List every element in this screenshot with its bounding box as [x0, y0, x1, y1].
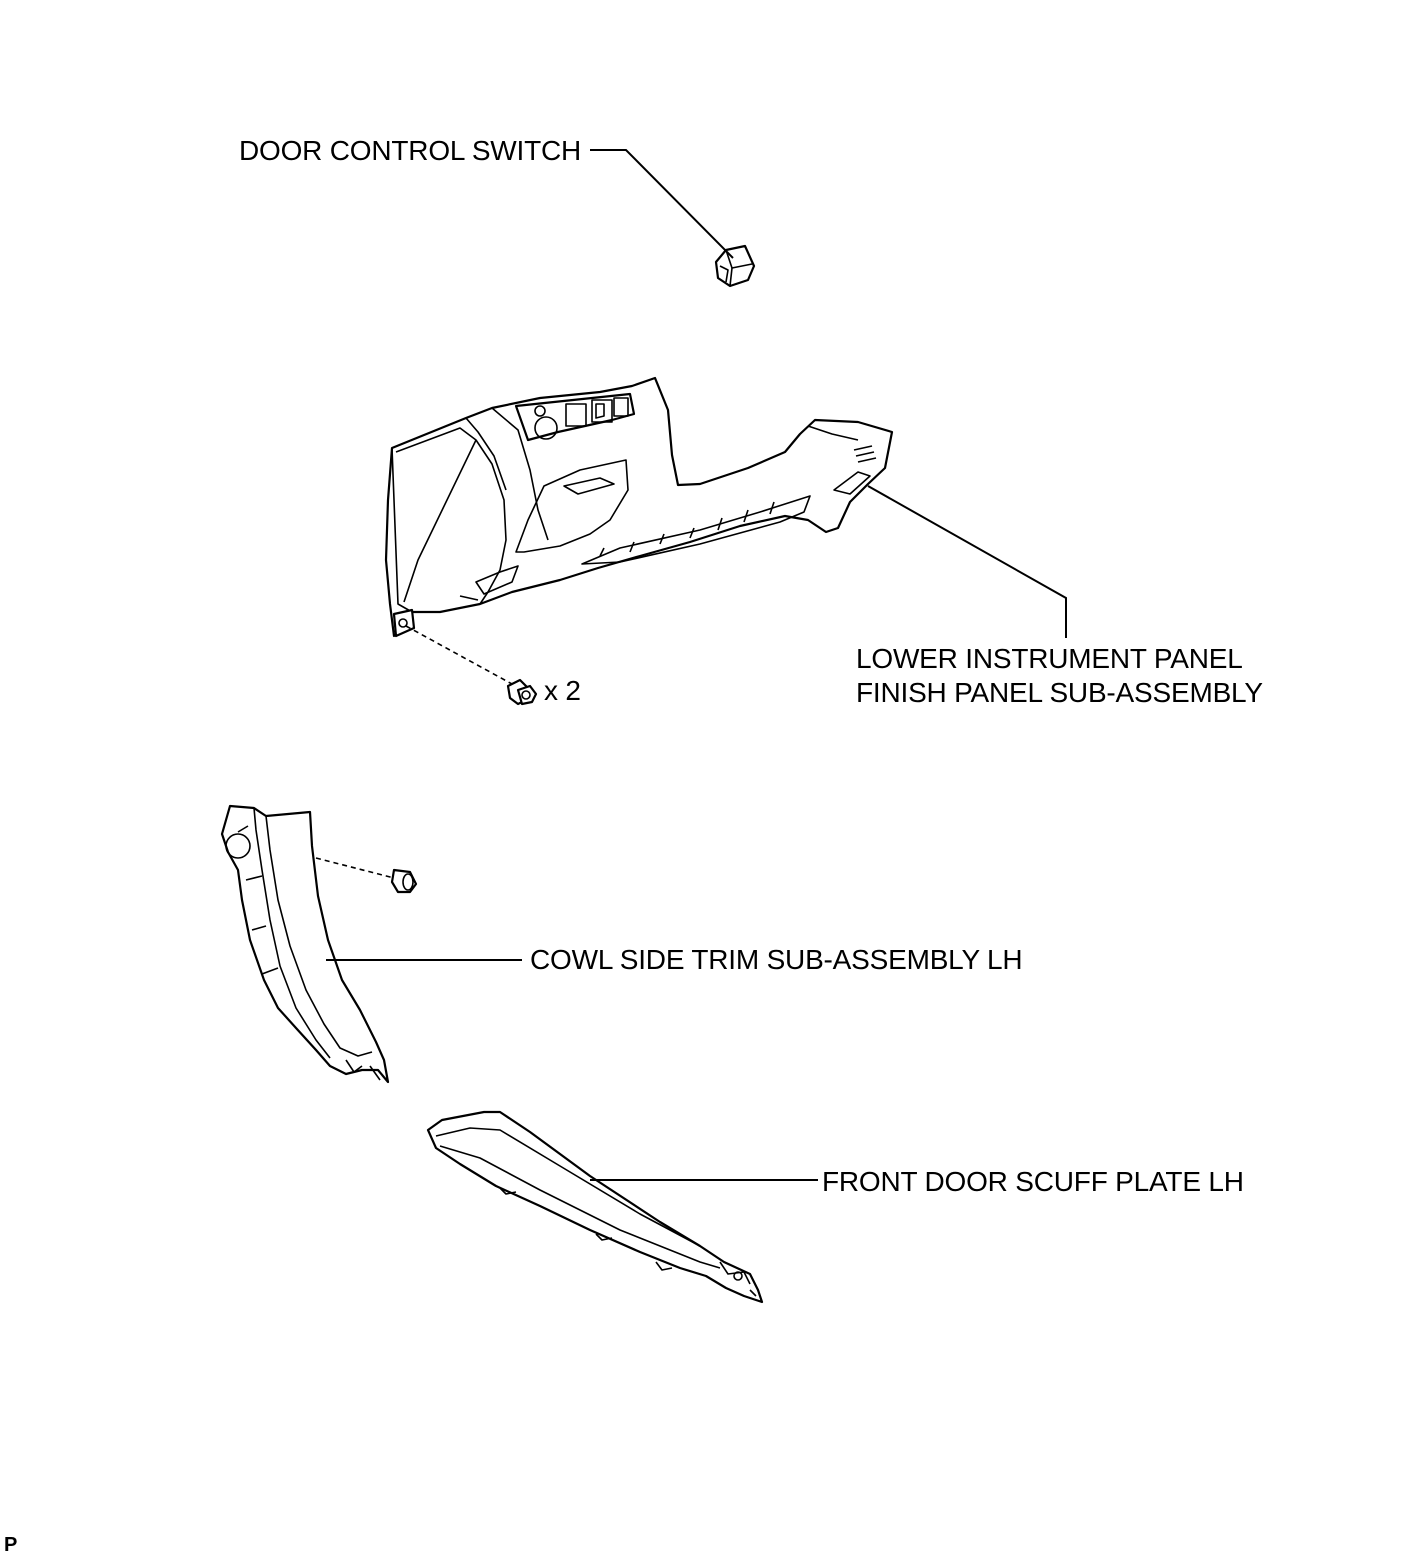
corner-code: P [4, 1534, 18, 1556]
door-control-switch-label: DOOR CONTROL SWITCH [239, 135, 582, 166]
cowl-side-trim-part [220, 804, 390, 1084]
front-door-scuff-plate-label: FRONT DOOR SCUFF PLATE LH [822, 1166, 1244, 1197]
cowl-side-trim-label: COWL SIDE TRIM SUB-ASSEMBLY LH [530, 944, 1023, 975]
lower-instrument-panel-leader [867, 485, 1067, 638]
cowl-clip-guide-line [315, 857, 395, 879]
cowl-clip-part [390, 868, 418, 894]
front-door-scuff-plate-part [426, 1110, 764, 1304]
lower-instrument-panel-label-line1: LOWER INSTRUMENT PANEL [856, 643, 1243, 674]
bolt-part [506, 678, 538, 706]
door-control-switch-part [714, 244, 756, 288]
lower-instrument-panel-part [384, 376, 894, 638]
door-control-switch-leader [590, 149, 734, 259]
lower-instrument-panel-label-line2: FINISH PANEL SUB-ASSEMBLY [856, 677, 1263, 708]
bolt-guide-line [405, 625, 513, 685]
bolt-quantity-label: x 2 [544, 675, 581, 706]
